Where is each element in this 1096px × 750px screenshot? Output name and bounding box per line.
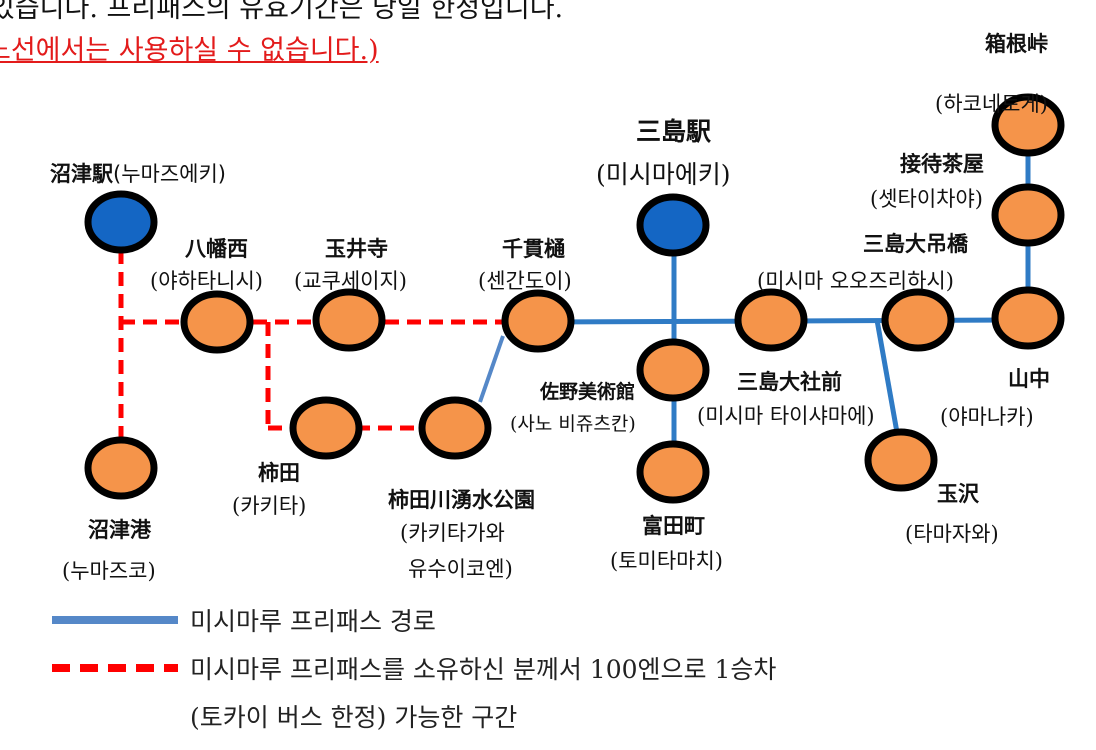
label-yahatanishi-ko: (야하타니시) [150,269,263,293]
station-kakitagawa [418,396,492,460]
legend-discount-label-line2: (토카이 버스 한정) 가능한 구간 [190,703,518,732]
label-kakitagawa-ja: 柿田川湧水公園 [388,488,535,512]
label-sano-ja: 佐野美術館 [540,381,636,403]
label-numazu-ko-ja: 沼津港 [88,518,151,542]
label-tamazawa-ja: 玉沢 [937,482,979,506]
label-kakitagawa-ko1: (카키타가와 [400,521,505,545]
station-sendoi [501,289,575,353]
station-tomitacho [636,440,710,504]
header-note-line1: 있습니다. 프리패스의 유효기간은 당일 한정입니다. [0,0,564,24]
station-settaichaya [991,183,1065,247]
label-kakitagawa-ko2: 유수이코엔) [408,557,513,581]
station-kakita [289,396,363,460]
label-hakonetoge-ko: (하코네토게) [935,92,1048,116]
label-tamazawa-ko: (타마자와) [905,522,999,546]
legend-discount-label-line1: 미시마루 프리패스를 소유하신 분께서 100엔으로 1승차 [190,655,777,684]
label-taishamae-ko: (미시마 타이샤마에) [697,404,875,428]
route-line-kakitagawa-sendoi [478,335,505,403]
station-otsuribashi [881,288,955,352]
label-numazu-ko-ko: (누마즈코) [62,559,156,583]
label-sendoi-ja: 千貫樋 [502,237,565,261]
station-taishamae [734,288,808,352]
station-yahatanishi [180,290,254,354]
station-hakonetoge [991,93,1065,157]
label-tomitacho-ja: 富田町 [642,514,705,538]
station-numazu-eki [84,190,158,254]
label-settaichaya-ja: 接待茶屋 [900,152,984,176]
station-mishima-eki [636,193,710,257]
label-yamanaka-ko: (야마나카) [940,405,1034,429]
label-hakonetoge-ja: 箱根峠 [985,32,1048,56]
label-gyokuseiji-ja: 玉井寺 [325,237,388,261]
legend-route-label: 미시마루 프리패스 경로 [190,607,436,636]
label-otsuribashi-ja: 三島大吊橋 [863,232,968,256]
station-gyokuseiji [312,288,386,352]
station-nodes [84,93,1065,504]
label-mishima-eki-ko: (미시마에키) [596,160,731,189]
label-mishima-eki-ja: 三島駅 [636,117,712,146]
label-otsuribashi-ko: (미시마 오오즈리하시) [757,269,954,293]
label-yamanaka-ja: 山中 [1008,367,1050,391]
label-yahatanishi-ja: 八幡西 [185,237,248,261]
label-sendoi-ko: (센간도이) [478,269,572,293]
station-yamanaka [991,286,1065,350]
label-kakita-ko: (카키타) [232,494,307,518]
station-tamazawa [864,428,938,492]
header-note-line2: 노선에서는 사용하실 수 없습니다.) [0,35,379,66]
station-sano [636,338,710,402]
label-taishamae-ja: 三島大社前 [737,370,842,394]
label-tomitacho-ko: (토미타마치) [610,549,723,573]
station-numazu-ko [84,436,158,500]
label-settaichaya-ko: (셋타이차야) [870,187,983,211]
label-kakita-ja: 柿田 [258,461,300,485]
label-gyokuseiji-ko: (교쿠세이지) [294,269,407,293]
label-sano-ko: (사노 비쥬츠칸) [510,413,636,435]
label-numazu-eki-ja: 沼津駅(누마즈에키) [50,162,226,186]
